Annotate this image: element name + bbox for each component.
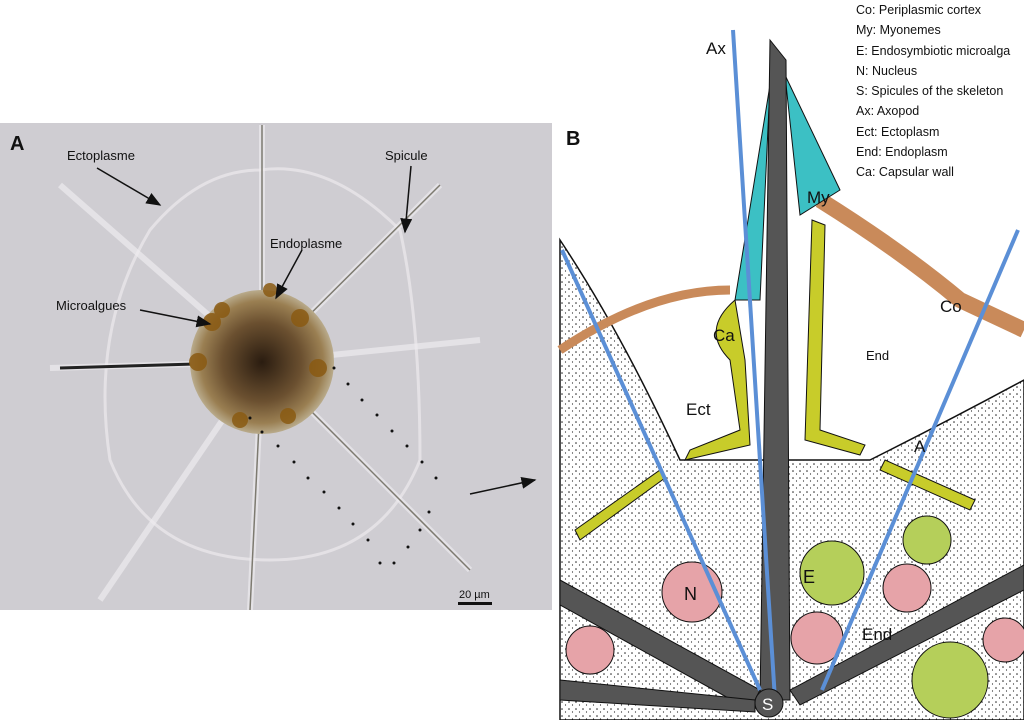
legend-item: S: Spicules of the skeleton [856, 84, 1004, 99]
endosymbionts [799, 515, 989, 719]
legend-item: End: Endoplasm [856, 145, 948, 160]
panel-a-letter: A [10, 133, 24, 155]
ectoplasm-outline [103, 167, 422, 562]
label-ect: Ect [686, 400, 711, 419]
label-ax: Ax [706, 39, 726, 58]
dotted-sector [248, 366, 438, 565]
capsular-wall-left [684, 299, 751, 461]
label-s: S [762, 695, 773, 714]
capsular-wall-right [804, 219, 866, 456]
legend-item: Co: Periplasmic cortex [856, 3, 982, 17]
myoneme-right [784, 74, 841, 216]
legend-item: E: Endosymbiotic microalga [856, 43, 1011, 58]
skeleton-spicules [559, 38, 1024, 713]
panel-b-drawing [557, 29, 1024, 720]
label-n: N [684, 584, 697, 604]
legend-item: Ax: Axopod [856, 104, 920, 119]
nuclei [565, 561, 1024, 675]
label-e: E [803, 567, 815, 587]
label-endoplasm: Endoplasme [270, 236, 342, 251]
label-end-top: End [866, 348, 889, 363]
label-end-bottom: End [862, 625, 892, 644]
label-co: Co [940, 297, 962, 316]
label-ectoplasm: Ectoplasme [67, 148, 135, 163]
label-spicule: Spicule [385, 148, 428, 163]
panel-a-micrograph [0, 123, 552, 611]
legend-item: Ca: Capsular wall [856, 165, 954, 180]
legend-item: N: Nucleus [856, 63, 918, 78]
cortex-right [815, 193, 1024, 338]
scale-bar [458, 602, 492, 605]
legend-item: Ect: Ectoplasm [856, 124, 940, 139]
label-a: A [914, 437, 926, 456]
label-my: My [807, 188, 830, 207]
axopods [560, 29, 1020, 701]
scale-bar-label: 20 µm [459, 589, 490, 601]
myoneme-left [734, 84, 771, 301]
pointer-arrows [96, 165, 537, 495]
label-ca: Ca [713, 326, 735, 345]
label-microalgae: Microalgues [56, 298, 127, 313]
legend-item: My: Myonemes [856, 23, 941, 38]
legend: Co: Periplasmic cortex My: Myonemes E: E… [856, 0, 1010, 183]
cortex-left [557, 285, 731, 354]
panel-b-letter: B [566, 128, 580, 150]
microalgae [189, 283, 327, 428]
